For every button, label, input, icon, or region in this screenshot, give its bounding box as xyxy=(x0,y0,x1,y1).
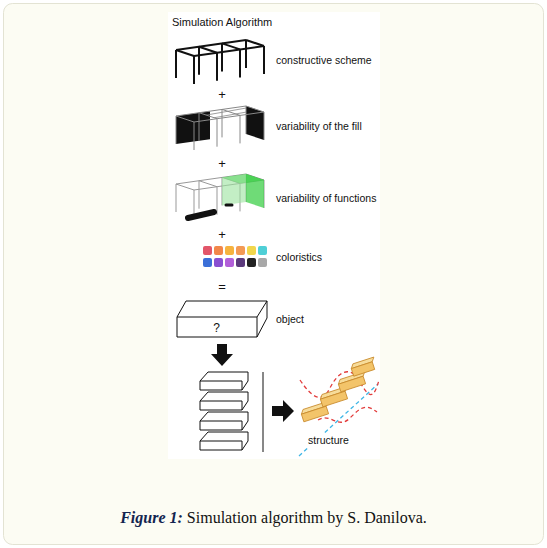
down-arrow xyxy=(211,344,233,366)
fill-drawing-part xyxy=(176,106,264,150)
color-swatches-part xyxy=(236,246,245,255)
object-box: ?object xyxy=(176,300,268,338)
color-swatches-part xyxy=(236,258,245,267)
right-arrow xyxy=(272,400,294,422)
step-label: coloristics xyxy=(276,251,322,264)
functions-drawing-part xyxy=(226,204,232,207)
functions-drawing-part xyxy=(176,174,264,218)
functions-drawing-part xyxy=(246,174,264,208)
object-mark: ? xyxy=(176,321,257,335)
figure-ground xyxy=(168,12,380,459)
object-stack-part xyxy=(200,392,248,410)
plus-sign: + xyxy=(218,228,226,242)
color-swatches-part xyxy=(258,246,267,255)
step-label: variability of the fill xyxy=(276,120,362,133)
figure-caption: Figure 1: Simulation algorithm by S. Dan… xyxy=(0,508,547,528)
color-swatches-part xyxy=(225,258,234,267)
structure-drawing-part xyxy=(299,384,378,456)
structure-drawing-part-part xyxy=(338,376,365,392)
structure-drawing-part-part xyxy=(301,406,328,422)
object-label: object xyxy=(276,313,304,326)
object-edge xyxy=(177,301,267,337)
color-swatches xyxy=(203,246,267,267)
functions-drawing-part xyxy=(188,212,214,218)
color-swatches-part xyxy=(214,258,223,267)
color-swatches-part xyxy=(214,246,223,255)
step-label: constructive scheme xyxy=(276,54,372,67)
frame-drawing-part xyxy=(176,40,264,84)
object-stack-part xyxy=(200,412,248,430)
color-swatches-part xyxy=(247,246,256,255)
color-swatches-part xyxy=(225,246,234,255)
functions-drawing-part xyxy=(222,174,246,205)
object-outline xyxy=(176,300,268,338)
equals-sign: = xyxy=(218,280,226,294)
step-label: variability of functions xyxy=(276,192,376,205)
divider-line xyxy=(263,372,264,452)
object-stack-part xyxy=(200,432,248,450)
frame-drawing xyxy=(176,40,264,84)
object-outline-path xyxy=(177,301,267,337)
object-stack-part xyxy=(200,372,248,390)
functions-drawing xyxy=(176,174,264,218)
plus-sign: + xyxy=(218,157,226,171)
structure-drawing-part xyxy=(350,357,377,376)
color-swatches-part xyxy=(203,258,212,267)
color-swatches-part xyxy=(258,258,267,267)
structure-label: structure xyxy=(306,434,351,447)
structure-drawing-part-part xyxy=(320,391,347,407)
structure-drawing xyxy=(299,357,379,456)
structure-drawing-part-part xyxy=(351,362,374,376)
caption-body: Simulation algorithm by S. Danilova. xyxy=(183,509,427,526)
card-panel xyxy=(4,4,544,545)
color-swatches-part xyxy=(247,258,256,267)
caption-prefix: Figure 1: xyxy=(120,509,183,526)
plus-sign: + xyxy=(218,88,226,102)
fill-drawing xyxy=(176,106,264,150)
color-swatches-part xyxy=(203,246,212,255)
object-stack xyxy=(200,372,248,450)
figure-title: Simulation Algorithm xyxy=(172,16,272,29)
